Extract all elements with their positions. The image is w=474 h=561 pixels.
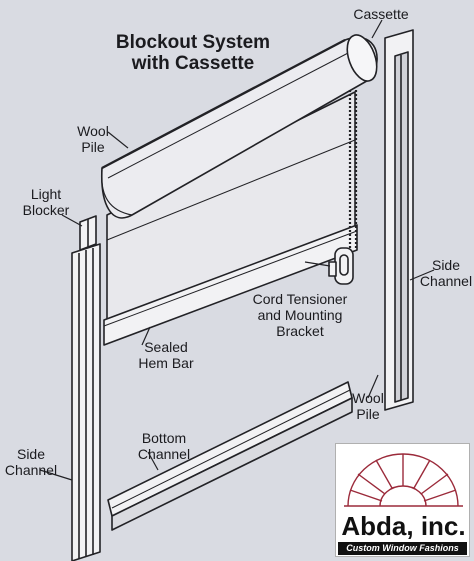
cassette — [101, 34, 378, 219]
bead-chain — [348, 90, 358, 250]
company-logo: Abda, inc. Custom Window Fashions — [335, 443, 470, 557]
label-side-channel-right: Side Channel — [419, 257, 473, 289]
label-wool-pile-top: Wool Pile — [77, 123, 109, 155]
label-bottom-channel: Bottom Channel — [137, 430, 191, 462]
side-channel-right — [384, 29, 414, 411]
bottom-channel — [107, 381, 353, 531]
logo-company-name: Abda, inc. — [341, 511, 466, 541]
diagram-title: Blockout System with Cassette — [115, 32, 271, 74]
label-cord-tensioner: Cord Tensioner and Mounting Bracket — [252, 291, 348, 339]
label-wool-pile-bottom: Wool Pile — [352, 390, 384, 422]
sealed-hem-bar — [103, 224, 358, 346]
logo-tagline: Custom Window Fashions — [338, 542, 467, 555]
label-sealed-hem-bar: Sealed Hem Bar — [138, 339, 194, 371]
label-side-channel-left: Side Channel — [4, 446, 58, 478]
light-blocker — [79, 215, 97, 251]
side-channel-left — [71, 243, 101, 561]
leader-lines — [39, 19, 435, 481]
label-cassette: Cassette — [353, 6, 409, 22]
cord-tensioner — [328, 247, 354, 285]
sunburst-window-icon — [344, 453, 463, 507]
label-light-blocker: Light Blocker — [22, 186, 70, 218]
